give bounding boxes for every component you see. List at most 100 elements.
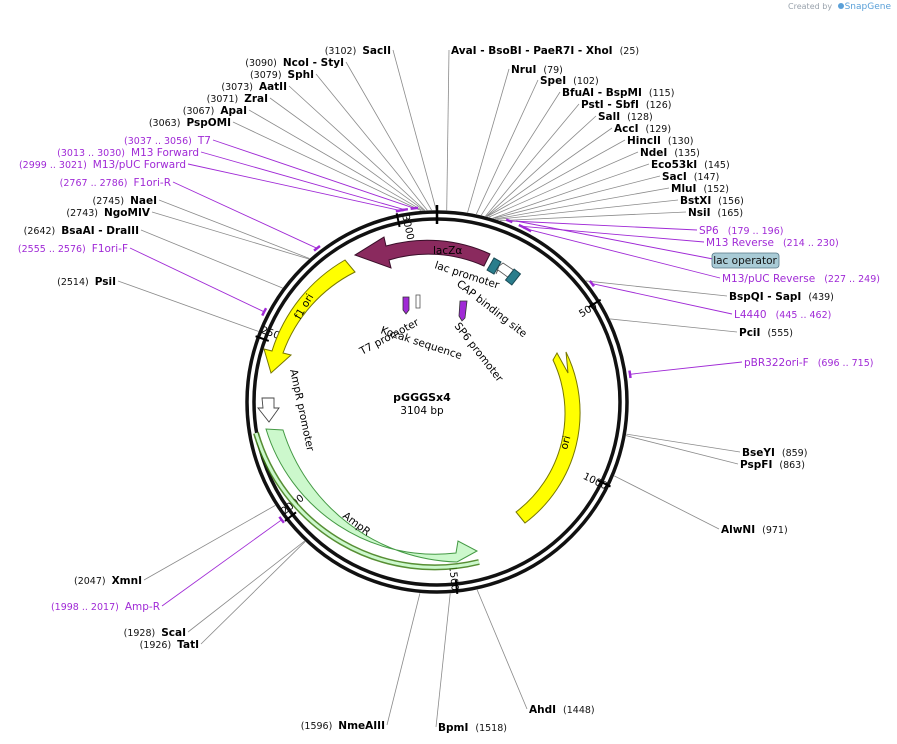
site-label[interactable]: BstXI(156) xyxy=(680,195,744,207)
site-label[interactable]: Eco53kI (145) xyxy=(651,159,730,171)
site-connector xyxy=(480,91,561,216)
primer-connector xyxy=(629,361,743,375)
primer-range: (227 .. 249) xyxy=(824,274,880,285)
site-name: AhdI xyxy=(529,704,556,716)
site-position: (2642) xyxy=(24,226,56,237)
tick-mark xyxy=(454,579,459,595)
primer-arc xyxy=(628,370,632,379)
primer-label[interactable]: SP6(179 .. 196) xyxy=(699,225,783,237)
feature-t7-promoter-arrow[interactable] xyxy=(402,296,410,315)
primer-connector xyxy=(521,225,705,243)
snapgene-logo-icon xyxy=(837,3,844,9)
primer-connector xyxy=(200,151,405,211)
site-position: (1928) xyxy=(124,628,156,639)
site-label[interactable]: PciI(555) xyxy=(739,327,793,339)
site-label[interactable]: (2745)NaeI xyxy=(93,195,158,207)
site-label[interactable]: (3063)PspOMI xyxy=(149,117,231,129)
site-connector xyxy=(288,85,426,211)
site-label[interactable]: AlwNI(971) xyxy=(721,524,788,536)
primer-connector xyxy=(212,139,415,209)
site-name: PsiI xyxy=(95,276,116,288)
site-label[interactable]: (3073) AatII xyxy=(221,81,287,93)
site-name: PspFI xyxy=(740,459,772,471)
site-label[interactable]: (3071)ZraI xyxy=(207,93,268,105)
site-position: (3073) xyxy=(221,82,253,93)
feature-f1-ori-arrow[interactable] xyxy=(263,259,356,374)
site-label[interactable]: (3090)NcoI - StyI xyxy=(245,57,344,69)
site-position: (145) xyxy=(704,160,730,171)
site-label[interactable]: (3102)SacII xyxy=(325,45,391,57)
lac-operator-label[interactable]: lac operator xyxy=(515,220,780,269)
site-label[interactable]: MluI(152) xyxy=(671,183,729,195)
primer-label[interactable]: pBR322ori-F(696 .. 715) xyxy=(744,357,873,369)
site-label[interactable]: SacI(147) xyxy=(662,171,719,183)
primer-label[interactable]: (2555 .. 2576)F1ori-F xyxy=(18,243,128,255)
site-label[interactable]: (2642)BsaAI - DraIII xyxy=(24,225,139,237)
site-label[interactable]: (2514)PsiI xyxy=(57,276,116,288)
site-label[interactable]: SpeI(102) xyxy=(540,75,599,87)
site-label[interactable]: AccI(129) xyxy=(614,123,671,135)
primer-label[interactable]: (3013 .. 3030)M13 Forward xyxy=(57,147,199,159)
site-name: NdeI xyxy=(640,147,667,159)
site-label[interactable]: NruI(79) xyxy=(511,64,563,76)
primer-name: F1ori-F xyxy=(92,243,128,255)
site-label[interactable]: (3079)SphI xyxy=(250,69,314,81)
site-label[interactable]: (3067)ApaI xyxy=(183,105,247,117)
site-label[interactable]: SalI(128) xyxy=(598,111,653,123)
site-label[interactable]: NdeI(135) xyxy=(640,147,700,159)
tick-mark xyxy=(255,335,270,342)
feature-ori-label: ori xyxy=(558,434,573,450)
site-label[interactable]: AvaI - BsoBI - PaeR7I - XhoI(25) xyxy=(451,45,639,57)
primer-label[interactable]: (1998 .. 2017)Amp-R xyxy=(51,601,160,613)
primer-label[interactable]: (3037 .. 3056)T7 xyxy=(124,135,211,147)
site-name: ApaI xyxy=(220,105,247,117)
site-label[interactable]: HincII(130) xyxy=(627,135,693,147)
site-name: PstI - SbfI xyxy=(581,99,639,111)
site-position: (102) xyxy=(573,76,599,87)
site-label[interactable]: (1928)ScaI xyxy=(124,627,186,639)
site-label[interactable]: (2743)NgoMIV xyxy=(66,207,150,219)
primer-arc xyxy=(261,307,268,317)
feature-lacZ-arrow[interactable] xyxy=(353,236,491,269)
site-connector xyxy=(386,593,421,726)
site-label[interactable]: BpmI(1518) xyxy=(438,722,507,734)
primer-label[interactable]: M13 Reverse(214 .. 230) xyxy=(706,237,839,249)
site-position: (128) xyxy=(627,112,653,123)
site-position: (3071) xyxy=(207,94,239,105)
site-connector xyxy=(614,475,720,530)
primer-label[interactable]: M13/pUC Reverse(227 .. 249) xyxy=(722,273,880,285)
site-connector xyxy=(117,280,259,332)
feature-ori-arrow[interactable] xyxy=(515,351,581,524)
site-label[interactable]: BfuAI - BspMI(115) xyxy=(562,87,674,99)
site-label[interactable]: AhdI(1448) xyxy=(529,704,595,716)
site-connector xyxy=(143,505,276,581)
site-label[interactable]: (2047)XmnI xyxy=(74,575,142,587)
primer-label[interactable]: L4440(445 .. 462) xyxy=(734,309,831,321)
site-connector xyxy=(435,593,451,728)
site-label[interactable]: BspQI - SapI(439) xyxy=(729,291,834,303)
feature-cap-binding-site-block-2[interactable] xyxy=(504,268,522,286)
primer-label[interactable]: (2767 .. 2786)F1ori-R xyxy=(60,177,171,189)
site-connector xyxy=(446,49,450,211)
feature-ampr-promoter-arrow[interactable] xyxy=(257,397,280,423)
site-label[interactable]: NsiI(165) xyxy=(688,207,743,219)
site-name: SacI xyxy=(662,171,687,183)
feature-kozak-block[interactable] xyxy=(415,294,421,309)
site-name: Eco53kI xyxy=(651,159,697,171)
feature-ampr-arrow[interactable] xyxy=(265,428,479,563)
site-label[interactable]: BseYI(859) xyxy=(742,447,807,459)
site-label[interactable]: (1596)NmeAIII xyxy=(301,720,385,732)
site-connector xyxy=(485,115,597,217)
site-position: (3079) xyxy=(250,70,282,81)
site-connector xyxy=(476,589,528,710)
site-label[interactable]: PstI - SbfI(126) xyxy=(581,99,671,111)
feature-cap-binding-site-block[interactable] xyxy=(486,257,502,275)
tick-label: 3000 xyxy=(399,214,415,241)
site-label[interactable]: (1926)TatI xyxy=(140,639,199,651)
feature-sp6-promoter-arrow[interactable] xyxy=(458,300,468,322)
primer-label[interactable]: (2999 .. 3021)M13/pUC Forward xyxy=(19,159,186,171)
site-label[interactable]: PspFI(863) xyxy=(740,459,805,471)
site-name: AatII xyxy=(259,81,287,93)
primer-connector xyxy=(187,163,401,211)
